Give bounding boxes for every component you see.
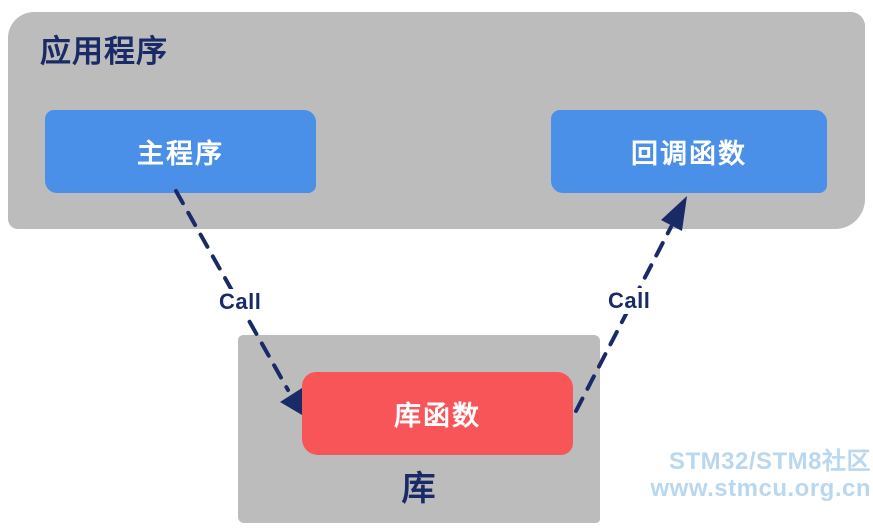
callback-function-box: 回调函数 — [551, 110, 827, 193]
watermark-community: STM32/STM8社区 — [668, 448, 871, 475]
application-title: 应用程序 — [40, 34, 168, 69]
main-program-label: 主程序 — [137, 139, 224, 169]
library-container: 库函数 库 — [238, 335, 600, 523]
call-label-left: Call — [216, 289, 265, 315]
library-function-label: 库函数 — [394, 401, 481, 431]
library-function-box: 库函数 — [302, 372, 573, 455]
watermark: STM32/STM8社区 www.stmcu.org.cn — [651, 448, 871, 502]
library-title: 库 — [401, 470, 437, 508]
call-label-right: Call — [605, 288, 654, 314]
callback-function-label: 回调函数 — [631, 139, 747, 169]
application-container: 应用程序 主程序 回调函数 — [8, 12, 865, 229]
watermark-url: www.stmcu.org.cn — [650, 475, 871, 502]
main-program-box: 主程序 — [45, 110, 316, 193]
